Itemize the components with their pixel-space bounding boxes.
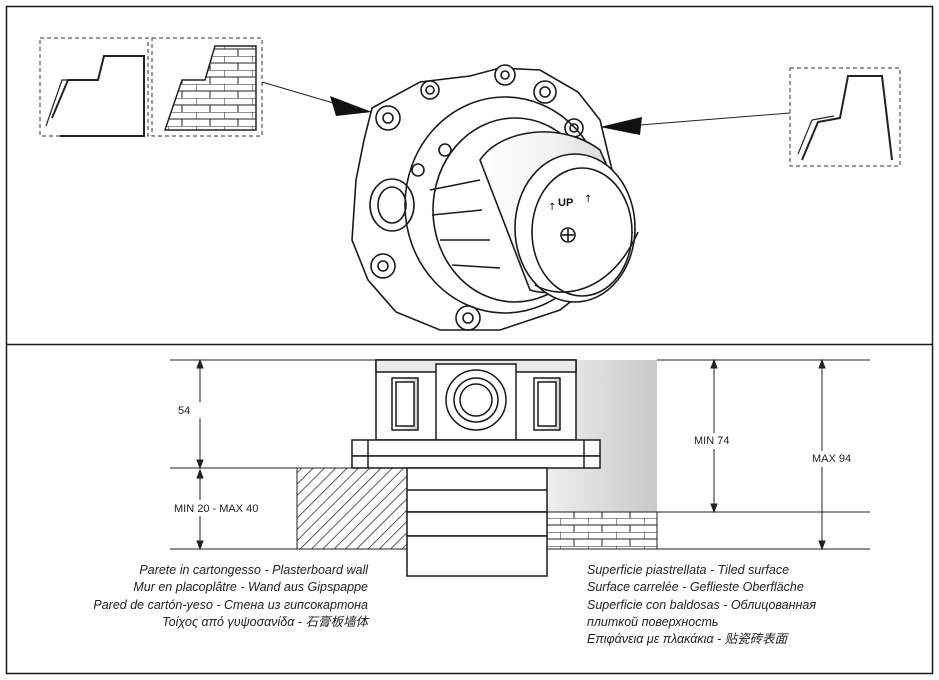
label-bg-min20	[176, 500, 260, 516]
pointer-arrows	[261, 81, 791, 135]
caption-line: Mur en placoplâtre - Wand aus Gipspappe	[133, 580, 368, 595]
dim-min74: MIN 74	[694, 435, 729, 447]
caption-line: Superficie con baldosas - Облицованная	[587, 597, 816, 612]
caption-line: Τοίχος από γυψοσανίδα - 石膏板墙体	[162, 614, 368, 629]
plasterboard-wall-inset	[39, 37, 149, 137]
outer-frame	[5, 5, 934, 675]
caption-line: Superficie piastrellata - Tiled surface	[587, 563, 790, 577]
caption-line: Parete in cartongesso - Plasterboard wal…	[139, 563, 368, 577]
dim-54: 54	[178, 405, 190, 417]
up-marking: UP	[558, 197, 573, 209]
up-arrow-left-icon: ↑	[548, 202, 556, 213]
tiled-caption: Superficie piastrellata - Tiled surface …	[587, 562, 816, 648]
caption-line: Surface carrelée - Geflieste Oberfläche	[587, 580, 804, 595]
valve-body-side-view	[351, 359, 601, 577]
dim-max94: MAX 94	[812, 453, 851, 465]
label-bg-min74	[694, 433, 736, 449]
caption-line: Επιφάνεια με πλακάκια - 贴瓷砖表面	[587, 632, 788, 647]
brick-wall-inset	[151, 37, 263, 137]
plasterboard-section	[296, 467, 408, 550]
label-bg-54	[192, 402, 226, 418]
plasterboard-caption: Parete in cartongesso - Plasterboard wal…	[93, 562, 368, 631]
caption-line: Pared de cartón-yeso - Стена из гипсокар…	[93, 597, 368, 612]
up-arrow-right-icon: ↑	[584, 194, 592, 205]
label-bg-max94	[812, 451, 860, 467]
caption-line: плиткой поверхность	[587, 614, 719, 629]
tiled-wall-inset	[789, 67, 901, 167]
valve-body-top-view	[351, 64, 639, 331]
brick-layer	[546, 511, 658, 550]
dim-min20-max40: MIN 20 - MAX 40	[174, 503, 258, 515]
